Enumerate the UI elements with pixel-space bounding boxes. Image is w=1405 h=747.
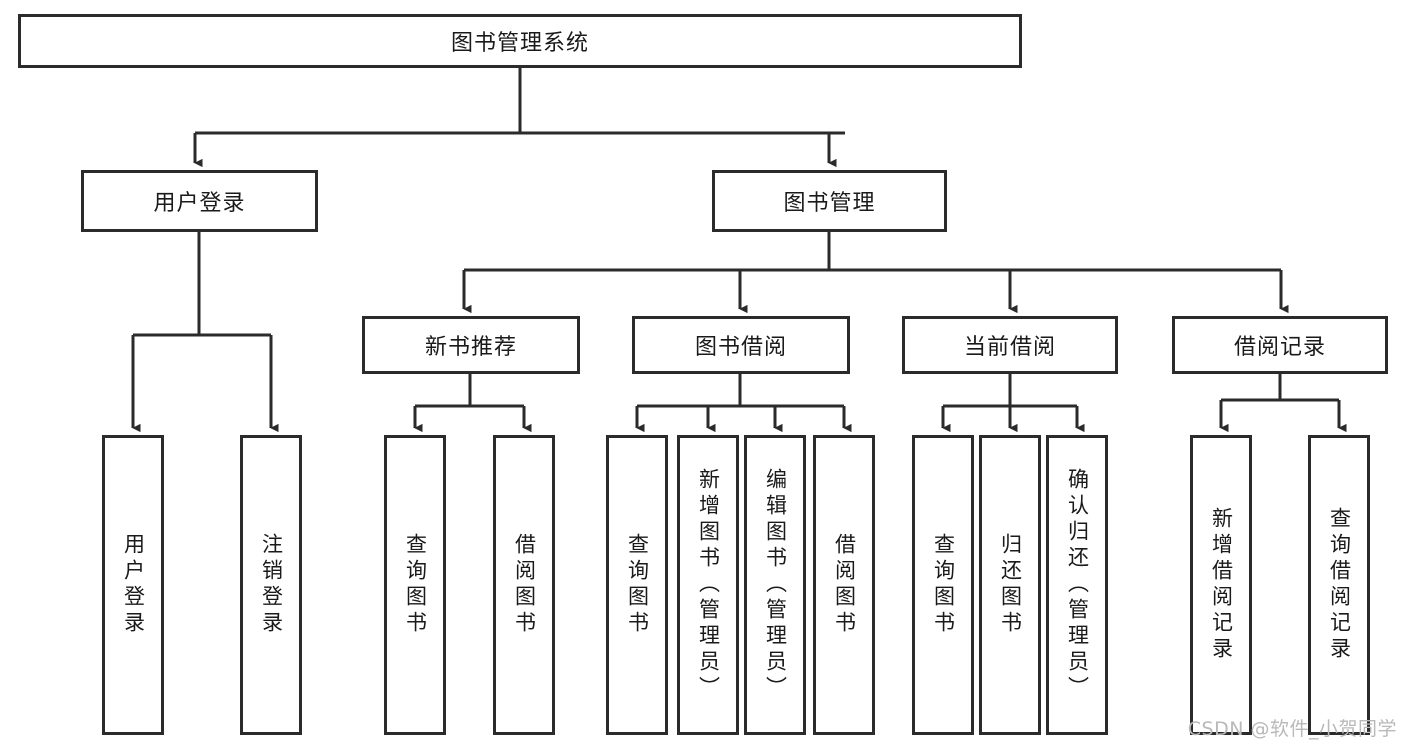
node-current-borrow[interactable]: 当前借阅 [902,316,1118,374]
node-book-management[interactable]: 图书管理 [712,170,947,232]
node-root-system[interactable]: 图书管理系统 [18,14,1022,68]
node-label: 新增图书（管理员） [696,468,721,702]
leaf-current-borrow-query[interactable]: 查询图书 [912,435,974,735]
node-label: 归还图书 [998,533,1023,637]
node-label: 新书推荐 [424,335,517,360]
node-label: 图书管理 [783,191,876,216]
node-label: 借阅图书 [512,533,537,637]
node-label: 查询图书 [625,533,650,637]
node-label: 当前借阅 [963,335,1056,360]
node-user-login[interactable]: 用户登录 [81,170,318,232]
leaf-borrow-record-query[interactable]: 查询借阅记录 [1308,435,1370,735]
node-label: 图书管理系统 [450,31,589,56]
leaf-new-book-query[interactable]: 查询图书 [384,435,446,735]
node-label: 新增借阅记录 [1209,507,1234,663]
node-book-borrow[interactable]: 图书借阅 [632,316,850,374]
leaf-user-login-signin[interactable]: 用户登录 [102,435,164,735]
node-new-book-recommend[interactable]: 新书推荐 [362,316,580,374]
leaf-current-borrow-return[interactable]: 归还图书 [979,435,1041,735]
leaf-book-borrow-query[interactable]: 查询图书 [606,435,668,735]
node-label: 查询图书 [403,533,428,637]
node-label: 查询借阅记录 [1327,507,1352,663]
leaf-book-borrow-add[interactable]: 新增图书（管理员） [677,435,739,735]
node-label: 查询图书 [931,533,956,637]
node-label: 编辑图书（管理员） [763,468,788,702]
leaf-book-borrow-edit[interactable]: 编辑图书（管理员） [744,435,806,735]
leaf-borrow-record-add[interactable]: 新增借阅记录 [1190,435,1252,735]
node-label: 用户登录 [121,533,146,637]
leaf-user-login-signout[interactable]: 注销登录 [240,435,302,735]
leaf-current-borrow-confirm[interactable]: 确认归还（管理员） [1046,435,1108,735]
node-label: 图书借阅 [694,335,787,360]
node-label: 注销登录 [259,533,284,637]
node-label: 借阅记录 [1233,335,1326,360]
leaf-new-book-borrow[interactable]: 借阅图书 [493,435,555,735]
watermark-text: CSDN @软件_小贺同学 [1187,718,1397,740]
node-label: 确认归还（管理员） [1065,468,1090,702]
node-label: 用户登录 [153,191,246,216]
node-label: 借阅图书 [832,533,857,637]
leaf-book-borrow-lend[interactable]: 借阅图书 [813,435,875,735]
node-borrow-record[interactable]: 借阅记录 [1172,316,1388,374]
